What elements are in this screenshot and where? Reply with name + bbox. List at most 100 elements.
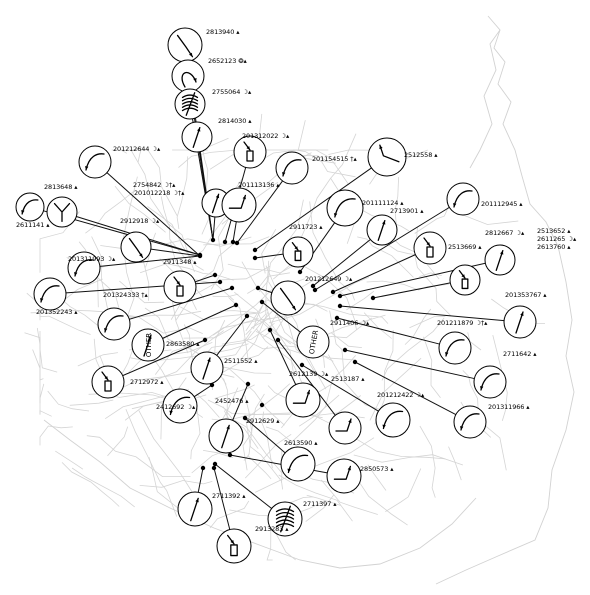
accident-glyph[interactable] — [208, 418, 244, 454]
accident-location-dot[interactable] — [212, 272, 218, 278]
accident-glyph[interactable] — [221, 187, 257, 223]
accident-glyph[interactable] — [503, 305, 537, 339]
accident-location-dot[interactable] — [310, 283, 316, 289]
accident-location-dot[interactable] — [299, 362, 305, 368]
road-segment — [60, 278, 103, 304]
accident-glyph[interactable] — [275, 151, 309, 185]
accident-glyph[interactable] — [190, 351, 224, 385]
road-segment — [266, 529, 273, 561]
accident-location-dot[interactable] — [259, 402, 265, 408]
accident-glyph[interactable] — [328, 411, 362, 445]
road-segment — [39, 331, 58, 373]
accident-glyph[interactable] — [91, 365, 125, 399]
accident-glyph[interactable] — [366, 214, 398, 246]
accident-glyph[interactable] — [484, 244, 516, 276]
accident-glyph[interactable] — [270, 280, 306, 316]
arrow-head — [74, 272, 78, 276]
vehicle-type-icons: ☽▴ — [184, 403, 196, 411]
accident-id: 2911406 — [330, 319, 359, 327]
accident-location-dot[interactable] — [255, 285, 261, 291]
accident-glyph[interactable] — [233, 135, 267, 169]
accident-glyph[interactable] — [326, 189, 364, 227]
accident-glyph[interactable] — [174, 88, 206, 120]
accident-glyph[interactable] — [171, 59, 205, 93]
accident-location-dot[interactable] — [297, 269, 303, 275]
accident-glyph[interactable] — [97, 307, 131, 341]
parked-vehicle — [294, 250, 302, 262]
leader-line — [213, 467, 231, 530]
parked-vehicle — [230, 544, 238, 557]
accident-location-dot[interactable] — [252, 255, 258, 261]
accident-glyph[interactable] — [167, 27, 203, 63]
accident-location-dot[interactable] — [202, 337, 208, 343]
road-segment — [221, 322, 275, 345]
accident-location-dot[interactable] — [234, 240, 240, 246]
vehicle-path — [333, 465, 352, 480]
accident-location-dot[interactable] — [222, 239, 228, 245]
accident-glyph[interactable] — [181, 121, 213, 153]
accident-location-dot[interactable] — [330, 289, 336, 295]
accident-glyph[interactable] — [453, 405, 487, 439]
accident-glyph[interactable] — [473, 365, 507, 399]
vehicle-type-icons: ▴ — [72, 183, 78, 191]
accident-location-dot[interactable] — [197, 252, 203, 258]
accident-location-dot[interactable] — [259, 299, 265, 305]
accident-id: 201212644 — [113, 145, 150, 153]
glyph-circle — [233, 135, 267, 169]
accident-glyph[interactable] — [367, 137, 407, 177]
accident-glyph[interactable]: OTHER — [296, 325, 330, 359]
accident-location-dot[interactable] — [227, 452, 233, 458]
accident-location-dot[interactable] — [244, 313, 250, 319]
accident-location-dot[interactable] — [245, 381, 251, 387]
accident-location-dot[interactable] — [217, 279, 223, 285]
accident-glyph[interactable] — [413, 231, 447, 265]
accident-glyph[interactable] — [285, 382, 321, 418]
accident-glyph[interactable] — [15, 192, 45, 222]
accident-location-dot[interactable] — [230, 239, 236, 245]
accident-location-dot[interactable] — [334, 315, 340, 321]
accident-glyph[interactable] — [67, 251, 101, 285]
accident-location-dot[interactable] — [337, 293, 343, 299]
accident-location-dot[interactable] — [210, 237, 216, 243]
accident-glyph[interactable] — [282, 236, 314, 268]
accident-location-dot[interactable] — [370, 295, 376, 301]
accident-glyph[interactable] — [438, 331, 472, 365]
accident-glyph[interactable] — [375, 402, 411, 438]
accident-glyph[interactable] — [78, 145, 112, 179]
accident-location-dot[interactable] — [337, 303, 343, 309]
accident-location-dot[interactable] — [267, 327, 273, 333]
accident-location-dot[interactable] — [233, 302, 239, 308]
accident-id-label: 201212422 ☽▴ — [377, 391, 424, 399]
accident-id-label: 2652123 ❂▴ — [208, 57, 247, 65]
accident-glyph[interactable] — [131, 328, 165, 362]
accident-location-dot[interactable] — [229, 285, 235, 291]
accident-glyph[interactable] — [120, 231, 152, 263]
accident-location-dot[interactable] — [275, 337, 281, 343]
accident-location-dot[interactable] — [211, 465, 217, 471]
road-segment — [298, 394, 340, 427]
arrow-head — [242, 195, 246, 200]
accident-location-dot[interactable] — [242, 415, 248, 421]
accident-glyph[interactable] — [46, 196, 78, 228]
accident-location-dot[interactable] — [342, 347, 348, 353]
road-segment — [423, 336, 441, 399]
accident-location-dot[interactable] — [312, 287, 318, 293]
accident-glyph-other[interactable]: OTHER — [145, 333, 153, 357]
accident-glyph[interactable] — [446, 182, 480, 216]
accident-glyph[interactable] — [449, 264, 481, 296]
accident-location-dot[interactable] — [200, 465, 206, 471]
accident-location-dot[interactable] — [352, 359, 358, 365]
accident-location-dot[interactable] — [252, 247, 258, 253]
accident-glyph[interactable] — [216, 528, 252, 564]
accident-glyph[interactable] — [326, 458, 362, 494]
accident-id-label: 201212649 ☽▴ — [305, 275, 352, 283]
accident-location-dot[interactable] — [212, 461, 218, 467]
accident-glyph[interactable] — [267, 501, 303, 537]
accident-glyph[interactable] — [33, 277, 67, 311]
accident-glyph[interactable] — [163, 270, 197, 304]
arrow-head — [139, 253, 143, 258]
accident-glyph[interactable] — [162, 388, 198, 424]
accident-id: 2712972 — [130, 378, 159, 386]
accident-glyph[interactable] — [280, 446, 316, 482]
accident-glyph[interactable] — [177, 491, 213, 527]
